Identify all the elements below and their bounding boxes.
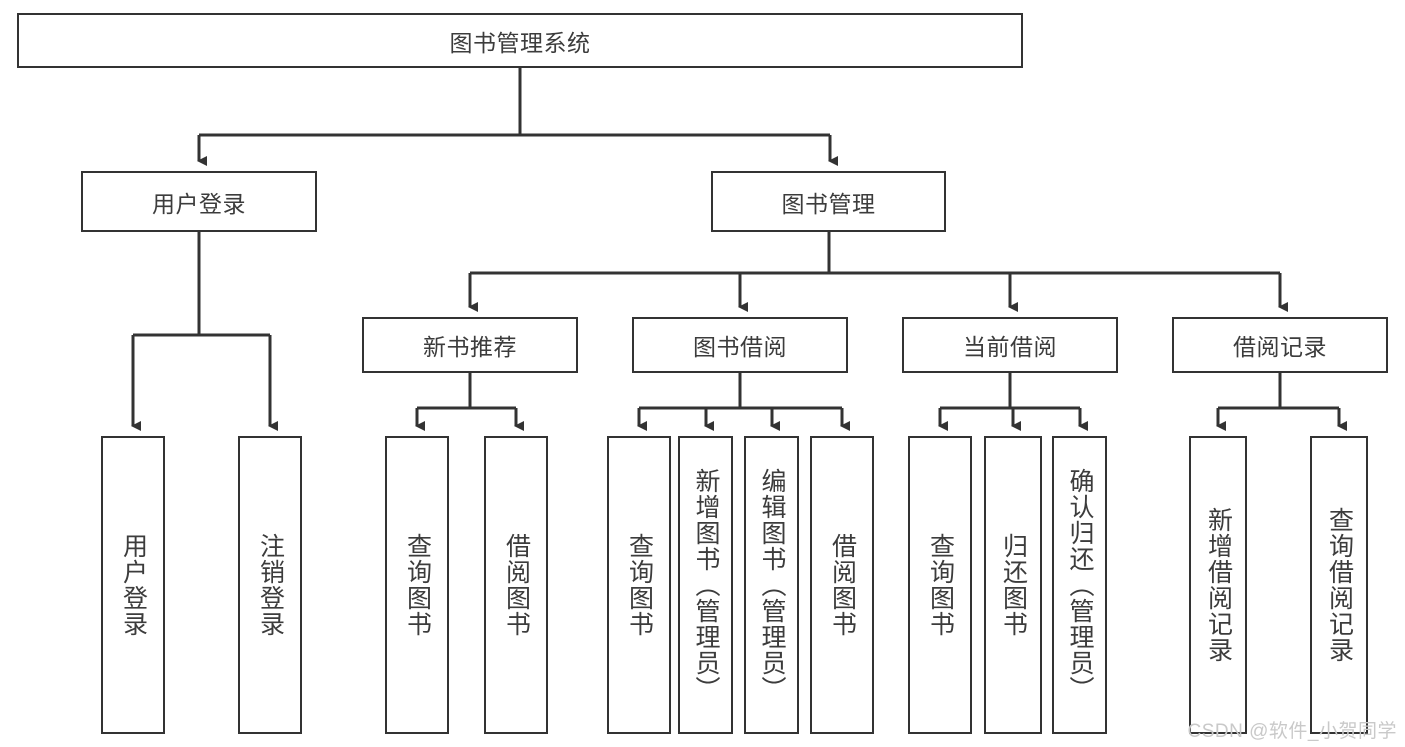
leaf-node-9[interactable]: 查询图书 xyxy=(908,436,972,734)
leaf-node-12[interactable]: 新增借阅记录 xyxy=(1189,436,1247,734)
level1-node-1[interactable]: 用户登录 xyxy=(81,171,317,232)
node-label: 图书管理 xyxy=(781,190,876,217)
level2-node-1[interactable]: 新书推荐 xyxy=(362,317,578,373)
node-label: 归还图书 xyxy=(999,533,1028,637)
level2-node-2[interactable]: 图书借阅 xyxy=(632,317,848,373)
node-label: 确认归还（管理员） xyxy=(1066,468,1094,702)
node-label: 新增图书（管理员） xyxy=(692,468,720,702)
node-label: 借阅记录 xyxy=(1233,334,1327,360)
node-label: 编辑图书（管理员） xyxy=(758,468,786,702)
node-label: 图书借阅 xyxy=(693,334,787,360)
leaf-node-8[interactable]: 借阅图书 xyxy=(810,436,874,734)
node-label: 借阅图书 xyxy=(502,533,531,637)
node-label: 查询图书 xyxy=(926,533,955,637)
node-label: 图书管理系统 xyxy=(449,29,591,56)
leaf-node-13[interactable]: 查询借阅记录 xyxy=(1310,436,1368,734)
node-label: 当前借阅 xyxy=(963,334,1057,360)
node-label: 查询图书 xyxy=(403,533,432,637)
node-label: 用户登录 xyxy=(119,533,148,637)
watermark-text: CSDN @软件_小贺同学 xyxy=(1187,721,1397,742)
leaf-node-1[interactable]: 用户登录 xyxy=(101,436,165,734)
leaf-node-4[interactable]: 借阅图书 xyxy=(484,436,548,734)
node-label: 用户登录 xyxy=(152,190,246,217)
node-label: 借阅图书 xyxy=(828,533,857,637)
level2-node-3[interactable]: 当前借阅 xyxy=(902,317,1118,373)
level1-node-2[interactable]: 图书管理 xyxy=(711,171,946,232)
node-label: 查询借阅记录 xyxy=(1325,507,1354,663)
level2-node-4[interactable]: 借阅记录 xyxy=(1172,317,1388,373)
leaf-node-5[interactable]: 查询图书 xyxy=(607,436,671,734)
leaf-node-2[interactable]: 注销登录 xyxy=(238,436,302,734)
leaf-node-3[interactable]: 查询图书 xyxy=(385,436,449,734)
root-node-1[interactable]: 图书管理系统 xyxy=(17,13,1023,68)
leaf-node-10[interactable]: 归还图书 xyxy=(984,436,1042,734)
node-label: 查询图书 xyxy=(625,533,654,637)
leaf-node-6[interactable]: 新增图书（管理员） xyxy=(678,436,733,734)
leaf-node-7[interactable]: 编辑图书（管理员） xyxy=(744,436,799,734)
node-label: 新书推荐 xyxy=(423,334,517,360)
leaf-node-11[interactable]: 确认归还（管理员） xyxy=(1052,436,1107,734)
node-label: 注销登录 xyxy=(256,533,285,637)
node-label: 新增借阅记录 xyxy=(1204,507,1233,663)
